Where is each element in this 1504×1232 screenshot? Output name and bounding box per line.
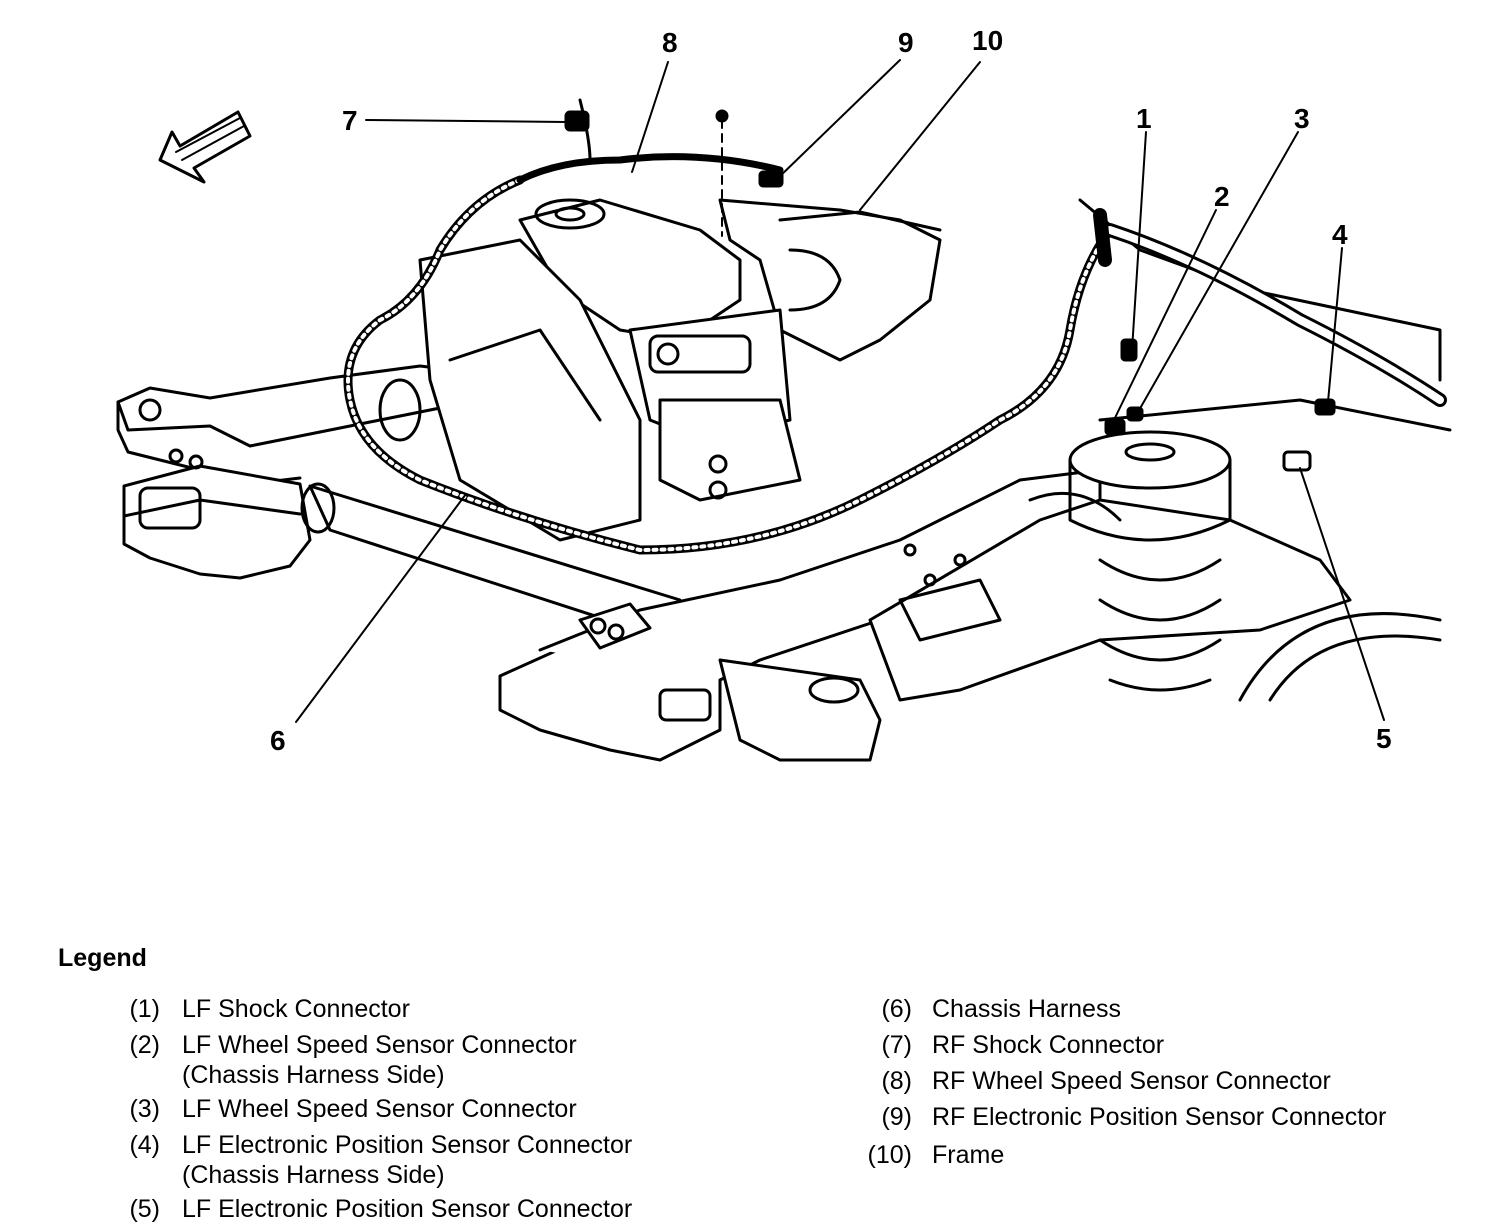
legend-subtext: (Chassis Harness Side) [182, 1061, 445, 1089]
callout-4: 4 [1332, 219, 1348, 250]
legend-left-column: (1) LF Shock Connector (2) LF Wheel Spee… [0, 994, 760, 1232]
legend-text: RF Shock Connector [932, 1031, 1165, 1059]
legend-text: Frame [932, 1141, 1005, 1169]
chassis-harness [343, 98, 1447, 555]
legend-num: (4) [129, 1131, 160, 1159]
legend-text: LF Shock Connector [182, 995, 410, 1023]
legend-text: RF Wheel Speed Sensor Connector [932, 1067, 1331, 1095]
callout-2: 2 [1214, 181, 1230, 212]
legend-item-1: (1) LF Shock Connector [0, 994, 760, 1026]
legend-text: LF Wheel Speed Sensor Connector [182, 1031, 577, 1059]
legend-num: (6) [881, 995, 912, 1023]
legend-num: (9) [881, 1103, 912, 1131]
legend-text: LF Wheel Speed Sensor Connector [182, 1095, 577, 1123]
legend-num: (1) [129, 995, 160, 1023]
legend-text: RF Electronic Position Sensor Connector [932, 1103, 1387, 1131]
forward-arrow-icon [158, 110, 252, 184]
legend-title: Legend [58, 944, 147, 972]
legend-num: (3) [129, 1095, 160, 1123]
legend-text: LF Electronic Position Sensor Connector [182, 1195, 633, 1223]
callout-6: 6 [270, 725, 286, 756]
legend-item-4: (4) LF Electronic Position Sensor Connec… [0, 1130, 760, 1192]
legend-num: (5) [129, 1195, 160, 1223]
legend-subtext: (Chassis Harness Side) [182, 1161, 445, 1189]
legend-item-2: (2) LF Wheel Speed Sensor Connector (Cha… [0, 1030, 760, 1092]
legend-text: Chassis Harness [932, 995, 1121, 1023]
legend-num: (2) [129, 1031, 160, 1059]
leader-lines [295, 59, 1385, 723]
legend-num: (8) [881, 1067, 912, 1095]
legend-item-9: (9) RF Electronic Position Sensor Connec… [840, 1102, 1480, 1134]
legend-num: (7) [881, 1031, 912, 1059]
callout-5: 5 [1376, 723, 1392, 754]
chassis-diagram: 1 2 3 4 5 6 7 8 9 10 [116, 25, 1452, 762]
legend-item-8: (8) RF Wheel Speed Sensor Connector [840, 1066, 1480, 1098]
legend-item-3: (3) LF Wheel Speed Sensor Connector [0, 1094, 760, 1126]
callout-8: 8 [662, 27, 678, 58]
callout-7: 7 [342, 105, 358, 136]
callout-1: 1 [1136, 103, 1152, 134]
legend-item-5: (5) LF Electronic Position Sensor Connec… [0, 1194, 760, 1226]
legend-num: (10) [867, 1141, 912, 1169]
legend-item-7: (7) RF Shock Connector [840, 1030, 1480, 1062]
frame [116, 198, 1452, 762]
callout-3: 3 [1294, 103, 1310, 134]
callout-10: 10 [972, 25, 1003, 56]
legend-text: LF Electronic Position Sensor Connector [182, 1131, 633, 1159]
legend-item-6: (6) Chassis Harness [840, 994, 1480, 1026]
callout-labels: 1 2 3 4 5 6 7 8 9 10 [270, 25, 1392, 756]
legend-item-10: (10) Frame [840, 1140, 1480, 1172]
callout-9: 9 [898, 27, 914, 58]
